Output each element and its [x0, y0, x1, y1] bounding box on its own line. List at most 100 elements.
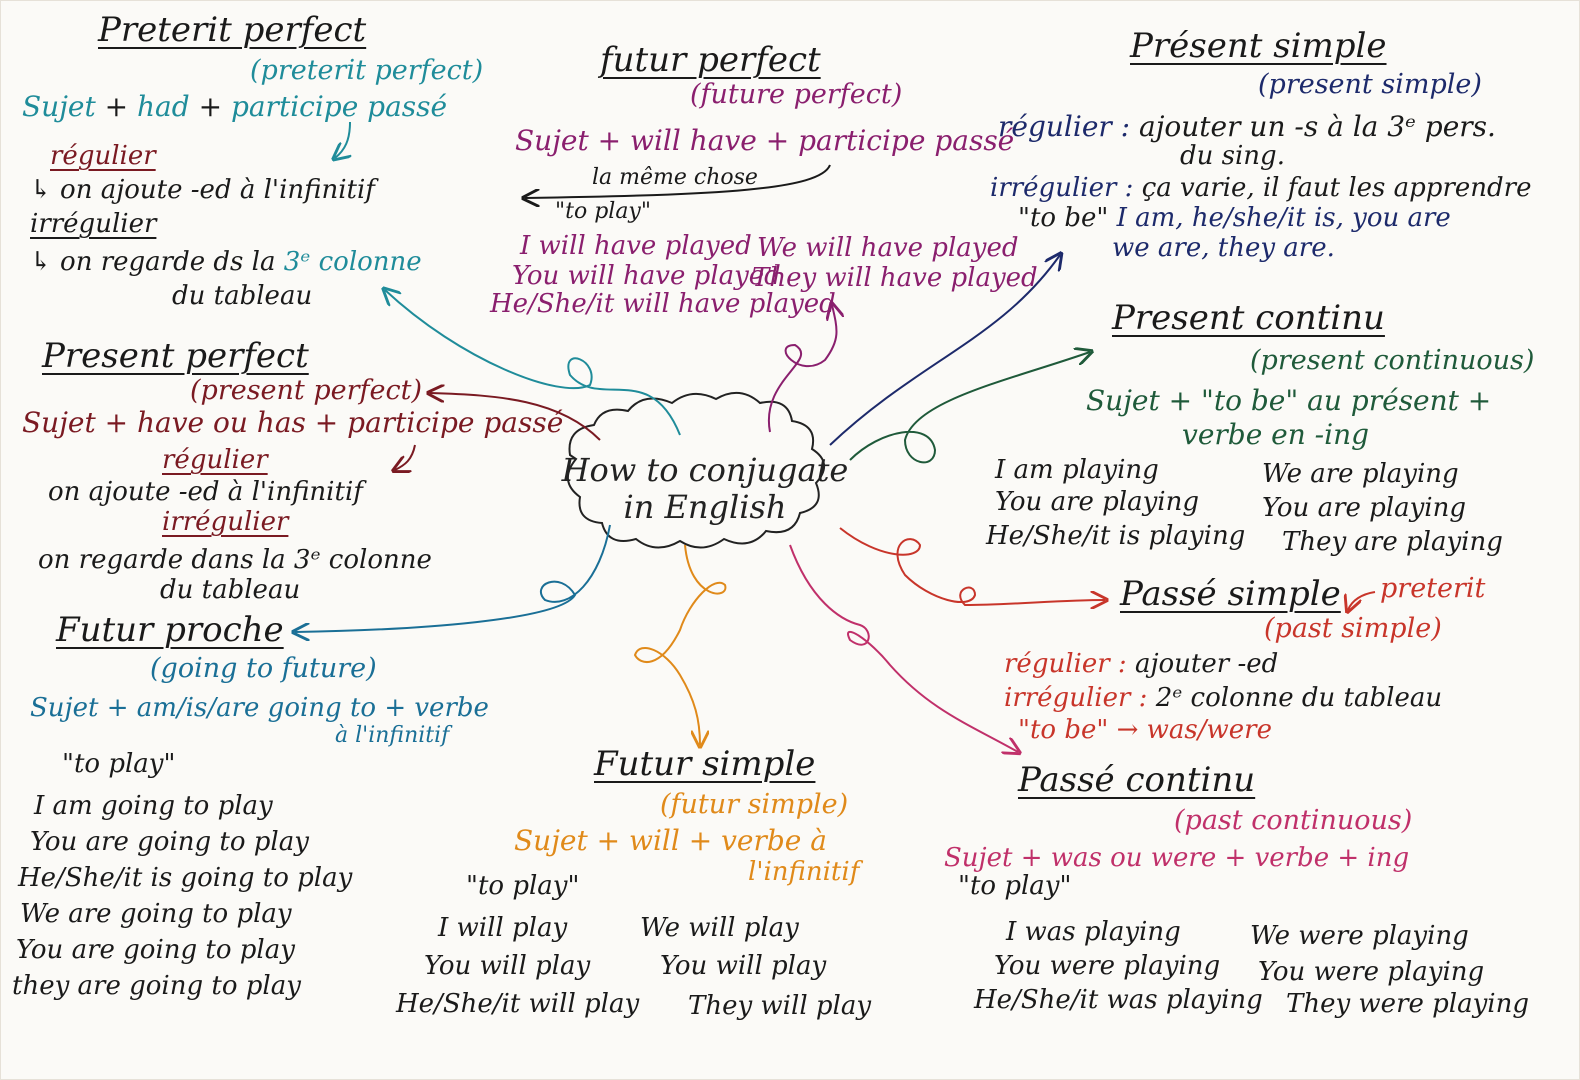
present-simple-regulier: régulier : ajouter un -s à la 3ᵉ pers. [998, 110, 1496, 143]
passe-simple-tobe-text: was/were [1146, 715, 1272, 745]
passe-continu-conj-2: We were playing [1250, 921, 1469, 951]
futur-perfect-example-label: "to play" [555, 199, 651, 224]
preterit-perfect-subtitle: (preterit perfect) [250, 55, 484, 86]
present-simple-irregulier-label: irrégulier : [990, 173, 1134, 203]
connector-futur-simple [633, 544, 727, 745]
connector-present-simple [829, 255, 1060, 446]
center-cloud-outline [567, 392, 825, 549]
present-continu-title: Present continu [1112, 298, 1385, 338]
passe-continu-conj-3: You were playing [994, 951, 1221, 981]
connector-futur-proche [295, 524, 611, 632]
connector-present-continu [849, 352, 1090, 464]
passe-continu-formula: Sujet + was ou were + verbe + ing [944, 844, 1409, 873]
passe-simple-subtitle: (past simple) [1264, 613, 1442, 644]
present-continu-conj-4: You are playing [1262, 493, 1467, 523]
present-continu-conj-6: They are playing [1282, 527, 1503, 557]
passe-simple-tobe: "to be" → was/were [1018, 716, 1272, 745]
futur-perfect-conj-3: You will have played [512, 261, 781, 291]
preterit-perfect-formula-pp: participe passé [230, 90, 448, 123]
present-perfect-irregulier-label: irrégulier [162, 507, 289, 537]
preterit-perfect-irregulier-c: du tableau [172, 281, 313, 311]
connector-passe-continu [789, 544, 1018, 752]
futur-proche-conj-4: We are going to play [20, 899, 292, 929]
present-simple-regulier-text: ajouter un -s à la 3ᵉ pers. [1139, 110, 1496, 143]
futur-perfect-note: la même chose [592, 165, 758, 190]
present-simple-regulier-text2: du sing. [1180, 141, 1285, 171]
present-continu-subtitle: (present continuous) [1250, 345, 1535, 376]
connector-futur-perfect [767, 305, 837, 433]
futur-simple-title: Futur simple [594, 744, 816, 784]
futur-perfect-conj-4: They will have played [752, 263, 1038, 293]
present-simple-regulier-label: régulier : [998, 110, 1131, 143]
present-continu-conj-2: We are playing [1262, 459, 1459, 489]
present-continu-formula2: verbe en -ing [1182, 418, 1370, 451]
present-perfect-subtitle: (present perfect) [190, 375, 423, 406]
passe-continu-formula-sujet: Sujet [944, 843, 1013, 873]
passe-simple-alias: preterit [1380, 573, 1486, 604]
futur-proche-conj-1: I am going to play [34, 791, 273, 821]
futur-simple-conj-3: You will play [424, 951, 591, 981]
present-continu-conj-3: You are playing [995, 487, 1200, 517]
futur-perfect-conj-1: I will have played [520, 231, 752, 261]
present-continu-formula: Sujet + "to be" au présent + [1086, 384, 1492, 417]
futur-simple-formula2: l'infinitif [748, 857, 860, 887]
present-perfect-formula: Sujet + have ou has + participe passé [22, 406, 564, 439]
passe-simple-tobe-label: "to be" → [1018, 715, 1139, 745]
present-continu-conj-1: I am playing [995, 455, 1159, 485]
present-simple-subtitle: (present simple) [1258, 69, 1482, 100]
futur-simple-conj-1: I will play [438, 913, 568, 943]
passe-continu-conj-4: You were playing [1258, 957, 1485, 987]
present-simple-tobe-text: I am, he/she/it is, you are [1116, 203, 1451, 233]
passe-simple-title: Passé simple [1120, 574, 1341, 614]
present-simple-tobe: "to be" I am, he/she/it is, you are [1018, 204, 1451, 233]
passe-simple-irregulier: irrégulier : 2ᵉ colonne du tableau [1004, 684, 1442, 713]
preterit-perfect-title: Preterit perfect [98, 10, 367, 50]
futur-simple-conj-2: We will play [640, 913, 799, 943]
futur-proche-conj-2: You are going to play [30, 827, 309, 857]
present-simple-tobe-label: "to be" [1018, 203, 1109, 233]
present-perfect-title: Present perfect [42, 336, 309, 376]
present-simple-title: Présent simple [1130, 26, 1387, 66]
futur-proche-conj-5: You are going to play [16, 935, 295, 965]
preterit-perfect-formula: Sujet + had + participe passé [22, 90, 448, 123]
present-simple-irregulier-text: ça varie, il faut les apprendre [1141, 173, 1532, 203]
present-perfect-small-arrow [395, 444, 416, 470]
futur-proche-conj-6: they are going to play [12, 971, 301, 1001]
futur-simple-conj-5: He/She/it will play [396, 989, 640, 1019]
center-topic: How to conjugate in English [560, 452, 850, 526]
futur-simple-subtitle: (futur simple) [660, 789, 849, 820]
preterit-perfect-formula-sujet: Sujet [22, 90, 96, 123]
connector-preterit-perfect [385, 290, 681, 436]
center-topic-line1: How to conjugate [561, 451, 849, 489]
futur-perfect-formula: Sujet + will have + participe passé [515, 124, 1015, 157]
present-continu-conj-5: He/She/it is playing [986, 521, 1246, 551]
preterit-perfect-irregulier-a: ↳ on regarde ds la [30, 247, 276, 277]
present-perfect-regulier-label: régulier [162, 445, 268, 475]
preterit-perfect-regulier-label: régulier [50, 141, 156, 171]
futur-proche-conj-3: He/She/it is going to play [18, 863, 353, 893]
passe-continu-subtitle: (past continuous) [1174, 805, 1413, 836]
futur-simple-example-label: "to play" [466, 871, 580, 901]
futur-proche-subtitle: (going to future) [150, 653, 377, 684]
preterit-perfect-irregulier-text: ↳ on regarde ds la 3ᵉ colonne [30, 248, 422, 277]
present-perfect-irregulier-text: on regarde dans la 3ᵉ colonne [38, 545, 432, 575]
futur-perfect-same-arrow [525, 164, 831, 198]
passe-continu-formula-rest: + was ou were + verbe + ing [1020, 843, 1410, 873]
passe-continu-conj-5: He/She/it was playing [974, 985, 1263, 1015]
preterit-perfect-irregulier-label: irrégulier [30, 209, 157, 239]
futur-proche-formula2: à l'infinitif [335, 723, 450, 748]
preterit-perfect-small-arrow [335, 121, 350, 158]
futur-simple-formula: Sujet + will + verbe à [514, 824, 827, 857]
futur-proche-title: Futur proche [56, 610, 284, 650]
futur-simple-conj-4: You will play [660, 951, 827, 981]
futur-perfect-title: futur perfect [600, 40, 821, 80]
passe-simple-regulier: régulier : ajouter -ed [1004, 650, 1278, 679]
passe-continu-title: Passé continu [1018, 760, 1256, 800]
preterit-perfect-regulier-text: ↳ on ajoute -ed à l'infinitif [30, 175, 375, 205]
connector-passe-simple [839, 527, 1105, 605]
passe-simple-irregulier-label: irrégulier : [1004, 683, 1148, 713]
futur-simple-conj-6: They will play [688, 991, 872, 1021]
preterit-perfect-formula-had: had [137, 90, 190, 123]
